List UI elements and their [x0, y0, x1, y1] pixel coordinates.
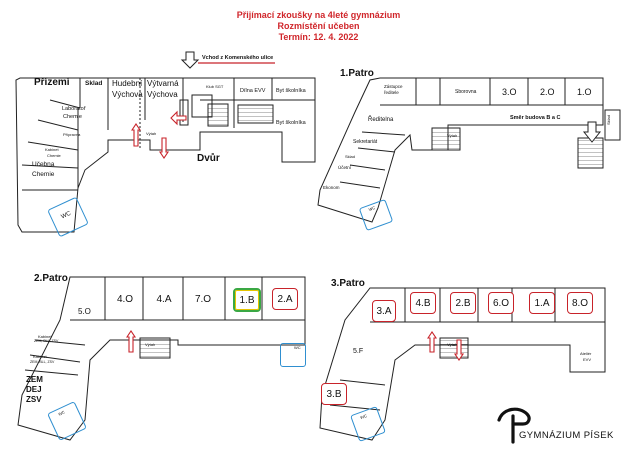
room-2b: 2.B — [450, 292, 476, 314]
room-4a: 4.A — [151, 289, 177, 309]
room-sklad-1: Sklad — [345, 154, 356, 159]
wc-label: WC — [359, 413, 368, 421]
room-sekretariat: Sekretariát — [353, 139, 378, 145]
room-4o: 4.O — [112, 289, 138, 309]
room-1a: 1.A — [529, 292, 555, 314]
room-7o: 7.O — [190, 289, 216, 309]
room-label: 3.B — [326, 388, 342, 400]
kabinet-1-sub: ZEM, BLL, ZSV — [34, 339, 59, 343]
entrance-arrow — [180, 51, 200, 69]
room-ucebna-1: Učebna — [32, 161, 55, 168]
room-1o: 1.O — [577, 87, 592, 97]
room-byt-1: Byt školníka — [276, 88, 306, 94]
room-sklad-right: Sklad — [606, 114, 612, 126]
room-label: 4.A — [156, 293, 172, 305]
floor2-vytah: Výtah — [145, 342, 156, 347]
wc-label: WC — [294, 345, 301, 350]
room-label: 1.B — [239, 294, 255, 306]
floor1-outline — [317, 77, 604, 223]
direction-arrows — [125, 110, 465, 361]
room-label: 8.O — [571, 297, 589, 309]
room-hudebni-1: Hudební — [112, 79, 143, 88]
room-label: 7.O — [194, 293, 212, 305]
kabinet-2-sub: ZEM, BLL, ZSV — [30, 360, 55, 364]
room-5f: 5.F — [353, 348, 364, 355]
room-kabinet-1: Kabinet — [45, 147, 59, 152]
room-ucetni: Účetní — [338, 165, 352, 170]
room-vytvarna-2: Výchova — [147, 90, 178, 99]
header-line-3: Termín: 12. 4. 2022 — [278, 32, 359, 42]
room-lab-2: Chemie — [63, 114, 82, 120]
room-zastupce-1: Zástupce — [384, 84, 403, 89]
room-3a: 3.A — [372, 300, 396, 322]
logo-mark-icon — [497, 407, 531, 444]
room-5o: 5.O — [78, 307, 91, 316]
wc-label: WC — [367, 205, 376, 213]
room-zastupce-2: ředitele — [384, 90, 399, 95]
school-logo: GYMNÁZIUM PÍSEK — [495, 402, 625, 447]
header-line-2: Rozmístění učeben — [277, 21, 360, 31]
wc-label: WC — [57, 409, 66, 417]
room-2a: 2.A — [272, 288, 298, 310]
room-2o: 2.O — [540, 87, 555, 97]
room-6o: 6.O — [488, 292, 514, 314]
floor3-vytah: Výtah — [447, 342, 458, 347]
room-vytah: Výtah — [146, 131, 157, 136]
room-byt-2: Byt školníka — [276, 120, 306, 126]
room-ekonom: Ekonom — [323, 185, 340, 190]
room-8o: 8.O — [567, 292, 593, 314]
kabinet-2-label: Kabinet — [33, 354, 47, 359]
room-label: 1.A — [534, 297, 550, 309]
room-label: 4.B — [415, 297, 431, 309]
room-sborovna: Sborovna — [455, 89, 477, 95]
wc-floor2-right: WC — [280, 343, 306, 367]
room-dej: DEJ — [26, 385, 42, 394]
room-label: 3.A — [376, 305, 392, 317]
room-label: 6.O — [492, 297, 510, 309]
down-arrow — [582, 121, 602, 143]
entrance-label: Vchod z Komenského ulice — [202, 55, 274, 61]
ground-outline — [15, 77, 316, 233]
room-klub: Klub SGT — [206, 84, 224, 89]
room-ucebna-2: Chemie — [32, 171, 55, 178]
logo-name: GYMNÁZIUM PÍSEK — [519, 430, 614, 441]
kabinet-1-label: Kabinet — [38, 334, 52, 339]
wc-label: WC — [60, 210, 73, 221]
room-vytvarna-1: Výtvarná — [147, 79, 179, 88]
room-atelier-2: EVV — [583, 357, 592, 362]
room-1b: 1.B — [233, 288, 261, 312]
label-dvur: Dvůr — [197, 153, 220, 164]
floor3-title: 3.Patro — [331, 278, 365, 289]
room-sklad: Sklad — [85, 80, 103, 87]
room-kabinet-2: Chemie — [47, 153, 61, 158]
header-line-1: Přijímací zkoušky na 4leté gymnázium — [236, 10, 401, 20]
room-hudebni-2: Výchova — [112, 90, 143, 99]
room-zem: ZEM — [26, 375, 43, 384]
room-reditelna: Ředitelna — [368, 117, 394, 123]
room-pripravna: Přípravna — [63, 132, 81, 137]
room-3b: 3.B — [321, 383, 347, 405]
floor2-title: 2.Patro — [34, 273, 68, 284]
room-dilna: Dílna EVV — [240, 88, 266, 94]
room-4b: 4.B — [410, 292, 436, 314]
room-label: 2.A — [277, 293, 293, 305]
room-zsv: ZSV — [26, 395, 42, 404]
ground-title: Přízemí — [34, 77, 70, 88]
room-label: 4.O — [116, 293, 134, 305]
floor1-title: 1.Patro — [340, 68, 374, 79]
room-label: 2.B — [455, 297, 471, 309]
direction-label: Směr budova B a C — [510, 115, 561, 121]
floor1-vytah: Výtah — [447, 133, 458, 138]
room-atelier-1: Ateliér — [580, 351, 592, 356]
room-lab-1: Laboratoř — [62, 106, 86, 112]
room-3o: 3.O — [502, 87, 517, 97]
